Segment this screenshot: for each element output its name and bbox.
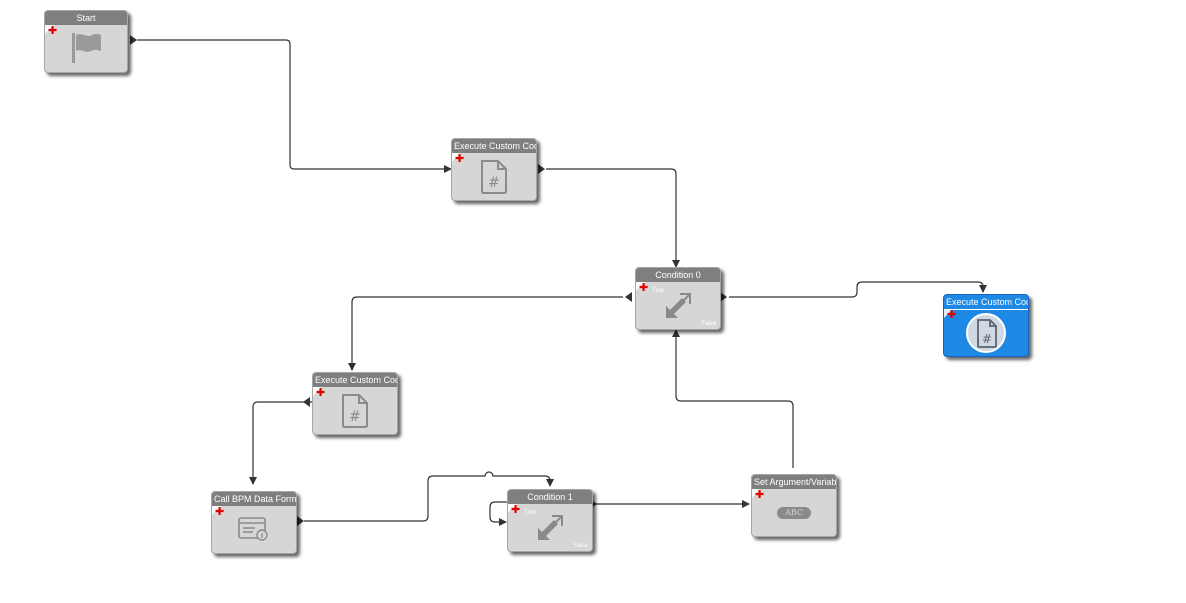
true-port-label: True bbox=[524, 510, 537, 516]
output-port-start[interactable] bbox=[130, 35, 137, 45]
node-execute-custom-code-1[interactable]: Execute Custom Code ✚ # bbox=[451, 138, 537, 201]
code-file-icon: # bbox=[342, 394, 368, 428]
node-execute-custom-code-selected[interactable]: Execute Custom Code ✚ # bbox=[943, 294, 1029, 357]
connector-setarg-to-condition0[interactable] bbox=[672, 329, 794, 468]
node-corner bbox=[944, 309, 953, 318]
abc-icon-text: ABC bbox=[785, 508, 803, 517]
condition-arrows-icon bbox=[666, 293, 691, 318]
connector-condition0-true-to-exec2[interactable] bbox=[348, 296, 623, 371]
node-condition-1[interactable]: Condition 1 ✚ True False bbox=[507, 489, 593, 552]
connector-condition0-to-exec-selected[interactable] bbox=[729, 281, 987, 298]
node-corner bbox=[508, 504, 517, 513]
add-icon[interactable]: ✚ bbox=[316, 387, 326, 399]
abc-icon: ABC bbox=[777, 507, 811, 519]
add-icon[interactable]: ✚ bbox=[48, 25, 58, 37]
node-corner bbox=[313, 387, 322, 396]
false-port-label: False bbox=[701, 321, 716, 327]
svg-text:#: # bbox=[488, 175, 500, 191]
code-file-icon: # bbox=[966, 313, 1006, 353]
node-title: Set Argument/Variable bbox=[752, 475, 836, 489]
false-port-label: False bbox=[573, 543, 588, 549]
node-corner bbox=[752, 489, 761, 498]
node-title: Start bbox=[45, 11, 127, 25]
node-set-argument-variable[interactable]: Set Argument/Variable ✚ ABC bbox=[751, 474, 837, 537]
node-title: Execute Custom Code bbox=[452, 139, 536, 153]
connector-callbpm-to-condition1[interactable] bbox=[304, 471, 554, 522]
node-title: Condition 0 bbox=[636, 268, 720, 282]
connector-condition1-loop[interactable] bbox=[489, 501, 508, 526]
input-port-condition0[interactable] bbox=[625, 292, 632, 302]
add-icon[interactable]: ✚ bbox=[755, 489, 765, 501]
add-icon[interactable]: ✚ bbox=[215, 506, 225, 518]
node-title: Condition 1 bbox=[508, 490, 592, 504]
node-start[interactable]: Start ✚ bbox=[44, 10, 128, 73]
true-port-label: True bbox=[652, 288, 665, 294]
add-icon[interactable]: ✚ bbox=[947, 309, 957, 321]
connector-exec2-to-callbpm[interactable] bbox=[249, 401, 312, 485]
condition-arrows-icon bbox=[538, 515, 563, 540]
connector-start-to-exec1[interactable] bbox=[137, 39, 452, 173]
input-port-exec2[interactable] bbox=[303, 397, 310, 407]
output-port-condition0[interactable] bbox=[720, 292, 727, 302]
node-title: Call BPM Data Form bbox=[212, 492, 296, 506]
node-execute-custom-code-2[interactable]: Execute Custom Code ✚ # bbox=[312, 372, 398, 435]
node-call-bpm-data-form[interactable]: Call BPM Data Form ✚ bbox=[211, 491, 297, 554]
output-port-exec1[interactable] bbox=[538, 164, 545, 174]
form-icon bbox=[238, 517, 268, 541]
output-port-callbpm[interactable] bbox=[297, 516, 304, 526]
node-title: Execute Custom Code bbox=[313, 373, 397, 387]
add-icon[interactable]: ✚ bbox=[511, 504, 521, 516]
code-file-icon: # bbox=[481, 160, 507, 194]
add-icon[interactable]: ✚ bbox=[639, 282, 649, 294]
node-corner bbox=[452, 153, 461, 162]
connector-exec1-to-condition0[interactable] bbox=[546, 168, 680, 268]
flag-icon bbox=[72, 33, 101, 63]
node-condition-0[interactable]: Condition 0 ✚ True False bbox=[635, 267, 721, 330]
node-corner bbox=[45, 25, 54, 34]
node-title: Execute Custom Code bbox=[944, 295, 1028, 310]
svg-text:#: # bbox=[982, 332, 992, 346]
svg-text:#: # bbox=[349, 409, 361, 425]
node-corner bbox=[212, 506, 221, 515]
add-icon[interactable]: ✚ bbox=[455, 153, 465, 165]
node-corner bbox=[636, 282, 645, 291]
